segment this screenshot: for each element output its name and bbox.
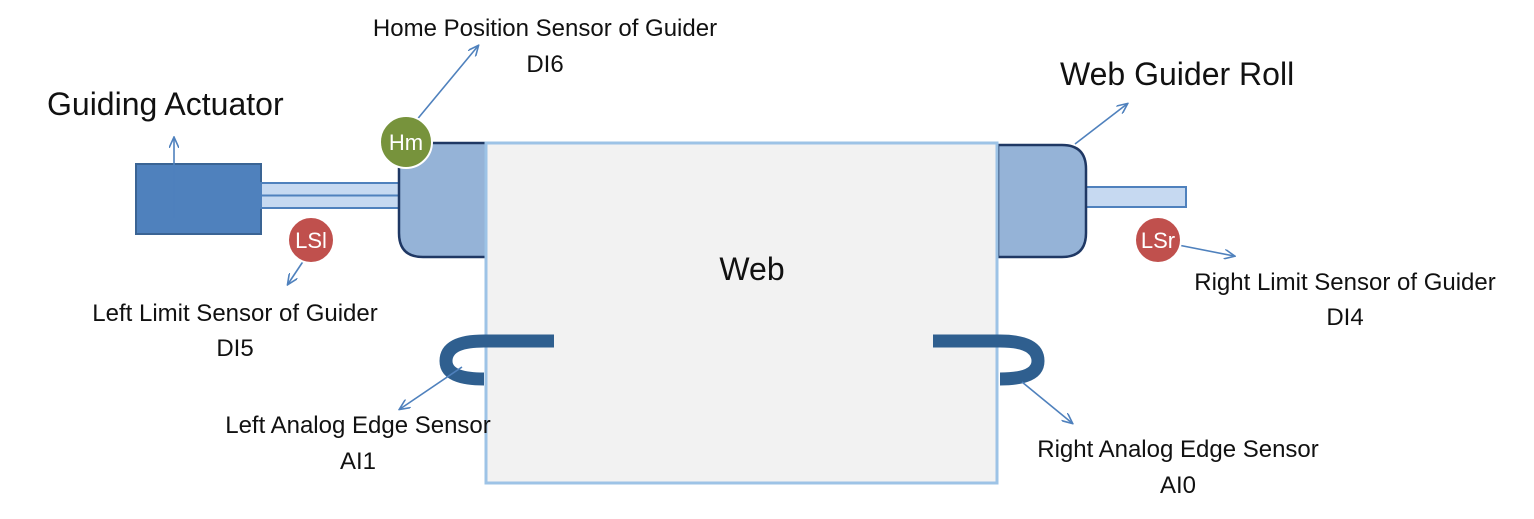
roll-right-shaft bbox=[1077, 186, 1187, 208]
home-sensor-label: Home Position Sensor of Guider bbox=[373, 15, 717, 42]
home-sensor-channel: DI6 bbox=[526, 51, 563, 78]
home-badge-label: Hm bbox=[389, 130, 423, 155]
right-edge-arrow bbox=[1021, 381, 1072, 423]
right-edge-sensor-label: Right Analog Edge Sensor bbox=[1037, 436, 1319, 463]
left-limit-sensor-label: Left Limit Sensor of Guider bbox=[92, 300, 377, 327]
right-limit-sensor-badge bbox=[1134, 216, 1182, 264]
guiding-actuator-body bbox=[135, 163, 262, 235]
home-sensor-arrow bbox=[409, 46, 478, 129]
roll-arrow bbox=[1074, 104, 1127, 145]
web-label: Web bbox=[719, 251, 784, 287]
right-edge-sensor-shape bbox=[933, 334, 1045, 386]
right-limit-sensor-channel: DI4 bbox=[1326, 304, 1363, 331]
web-sheet bbox=[484, 141, 999, 485]
left-edge-sensor-channel: AI1 bbox=[340, 448, 376, 475]
roll-right-end bbox=[996, 143, 1088, 259]
left-edge-sensor-label: Left Analog Edge Sensor bbox=[225, 412, 491, 439]
left-edge-arrow bbox=[400, 366, 463, 409]
home-position-sensor-badge bbox=[379, 115, 433, 169]
guiding-actuator-label: Guiding Actuator bbox=[47, 86, 284, 122]
left-limit-arrow bbox=[288, 259, 305, 284]
right-limit-badge-label: LSr bbox=[1141, 228, 1175, 253]
left-edge-sensor-shape bbox=[439, 334, 554, 386]
left-limit-badge-label: LSl bbox=[295, 228, 327, 253]
web-guider-roll-label: Web Guider Roll bbox=[1060, 56, 1294, 92]
right-limit-sensor-label: Right Limit Sensor of Guider bbox=[1194, 269, 1495, 296]
left-limit-sensor-badge bbox=[287, 216, 335, 264]
left-limit-sensor-channel: DI5 bbox=[216, 335, 253, 362]
right-edge-sensor-channel: AI0 bbox=[1160, 472, 1196, 499]
